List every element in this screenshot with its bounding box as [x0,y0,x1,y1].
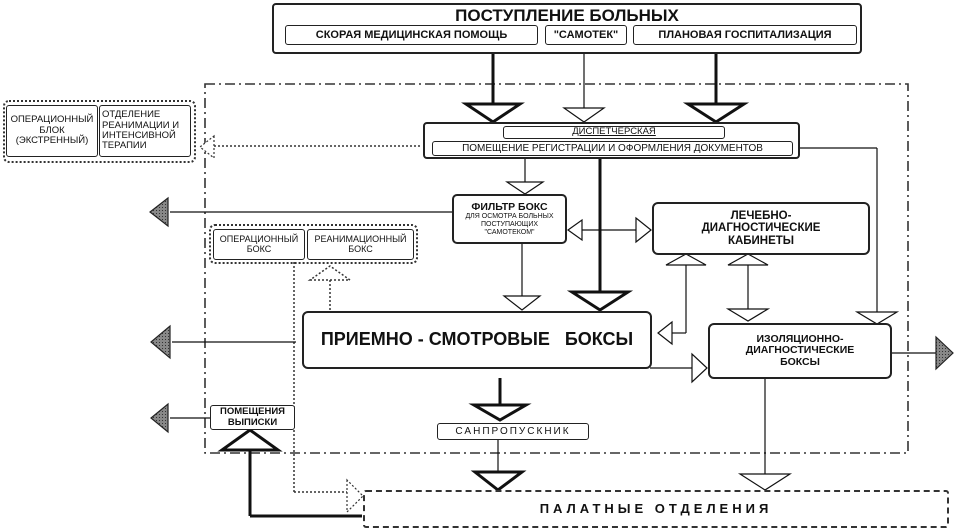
source-self-referral[interactable]: "САМОТЕК" [545,25,627,45]
dispatcher-room[interactable]: ДИСПЕТЧЕРСКАЯ [503,126,725,139]
reception-to-filter [505,158,545,195]
registration-room[interactable]: ПОМЕЩЕНИЕ РЕГИСТРАЦИИ И ОФОРМЛЕНИЯ ДОКУМ… [432,141,793,156]
discharge-rooms[interactable]: ПОМЕЩЕНИЯ ВЫПИСКИ [210,405,295,430]
diagnostic-rooms[interactable]: ЛЕЧЕБНО-ДИАГНОСТИЧЕСКИЕ КАБИНЕТЫ [652,202,870,255]
wards-to-discharge [217,428,364,518]
isolation-boxes[interactable]: ИЗОЛЯЦИОННО-ДИАГНОСТИЧЕСКИЕ БОКСЫ [708,323,892,379]
exam-to-inner-group [293,262,353,493]
filter-diagnostic-link [566,216,652,244]
isolation-to-wards [737,378,793,491]
emergency-operating-block[interactable]: ОПЕРАЦИОННЫЙ БЛОК (ЭКСТРЕННЫЙ) [6,105,98,157]
filter-box[interactable]: ФИЛЬТР БОКС ДЛЯ ОСМОТРА БОЛЬНЫХ ПОСТУПАЮ… [452,194,567,244]
exam-to-isolation [650,352,708,384]
exam-to-diagnostic [657,253,707,346]
reception-to-isolation [800,147,900,325]
arrival-arrows [461,52,750,124]
exam-to-sanitary [468,378,532,422]
icu-department[interactable]: ОТДЕЛЕНИЕ РЕАНИМАЦИИ И ИНТЕНСИВНОЙ ТЕРАП… [99,105,191,157]
filter-exit-arrow [149,196,452,228]
diagnostic-isolation-link [725,253,771,322]
ward-departments[interactable]: ПАЛАТНЫЕ ОТДЕЛЕНИЯ [363,490,949,528]
external-group [3,100,196,163]
filter-to-exam [502,244,542,311]
source-planned[interactable]: ПЛАНОВАЯ ГОСПИТАЛИЗАЦИЯ [633,25,857,45]
reception-to-exam [566,158,634,312]
to-external-group [199,134,420,160]
admission-title: ПОСТУПЛЕНИЕ БОЛЬНЫХ [455,6,679,25]
discharge-exit-arrow [150,402,210,434]
sanitary-checkpoint[interactable]: САНПРОПУСКНИК [437,423,589,440]
source-ambulance[interactable]: СКОРАЯ МЕДИЦИНСКАЯ ПОМОЩЬ [285,25,538,45]
inner-surgical-group [209,224,418,264]
operating-box[interactable]: ОПЕРАЦИОННЫЙ БОКС [213,229,305,260]
sanitary-to-wards [470,440,527,492]
filter-box-title: ФИЛЬТР БОКС [471,200,548,213]
isolation-exit-arrow [890,335,954,371]
filter-box-subtitle: ДЛЯ ОСМОТРА БОЛЬНЫХ ПОСТУПАЮЩИХ "САМОТЕК… [465,213,554,236]
exam-exit-arrow [150,324,296,360]
department-boundary [204,83,909,454]
wards-label: ПАЛАТНЫЕ ОТДЕЛЕНИЯ [539,500,773,516]
resuscitation-box[interactable]: РЕАНИМАЦИОННЫЙ БОКС [307,229,414,260]
exam-boxes[interactable]: ПРИЕМНО - СМОТРОВЫЕ БОКСЫ [302,311,652,369]
